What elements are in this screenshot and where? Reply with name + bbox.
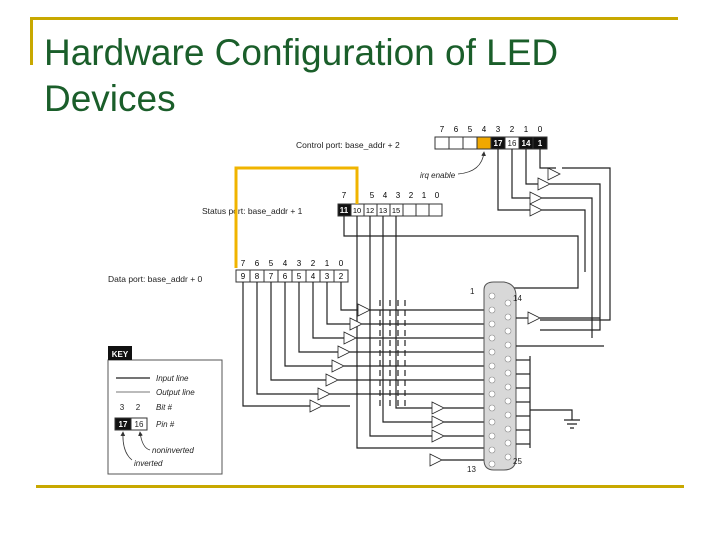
data-port-wiring <box>242 282 490 413</box>
status-bit-7: 7 <box>342 191 347 200</box>
control-pin-17: 17 <box>494 139 503 148</box>
status-bit-1: 1 <box>422 191 427 200</box>
control-bit-2: 2 <box>510 125 515 134</box>
irq-enable-label: irq enable <box>420 171 456 180</box>
key-output-line-label: Output line <box>156 388 195 397</box>
frame-bottom-rule <box>36 485 684 488</box>
connector-pin-14-label: 14 <box>513 294 522 303</box>
control-bit-0: 0 <box>538 125 543 134</box>
connector-right-wiring <box>516 311 604 448</box>
data-pin-2: 2 <box>339 272 344 281</box>
status-pin-10: 10 <box>353 206 361 215</box>
data-bit-4: 4 <box>283 259 288 268</box>
control-port-label: Control port: base_addr + 2 <box>296 140 400 150</box>
data-bit-3: 3 <box>297 259 302 268</box>
key-noninverted-arrow <box>138 431 151 451</box>
frame-left-rule <box>30 17 33 65</box>
status-port-register <box>337 203 443 217</box>
data-port-bits: 7 6 5 4 3 2 1 0 <box>241 259 344 268</box>
control-bit-3: 3 <box>496 125 501 134</box>
status-bit-4: 4 <box>383 191 388 200</box>
connector-pin-1-label: 1 <box>470 287 475 296</box>
control-bit-1: 1 <box>524 125 529 134</box>
data-port-register <box>235 269 349 283</box>
control-bit-6: 6 <box>454 125 459 134</box>
status-pin-15: 15 <box>392 206 400 215</box>
data-bit-5: 5 <box>269 259 274 268</box>
slide-title: Hardware Configuration of LED Devices <box>44 32 559 119</box>
status-port-label: Status port: base_addr + 1 <box>202 206 303 216</box>
control-bit-4: 4 <box>482 125 487 134</box>
key-box <box>107 359 223 475</box>
control-pin-1: 1 <box>538 139 543 148</box>
key-inverted-arrow <box>120 431 133 461</box>
status-bit-3: 3 <box>396 191 401 200</box>
control-pin-14: 14 <box>522 139 531 148</box>
key-bit-b: 2 <box>136 403 141 412</box>
connector-pin-13-label: 13 <box>467 465 476 474</box>
status-pin-12: 12 <box>366 206 374 215</box>
key-bit-a: 3 <box>120 403 125 412</box>
key-pin-b: 16 <box>135 420 144 429</box>
connector-pin-25-label: 25 <box>513 457 522 466</box>
data-pin-9: 9 <box>241 272 246 281</box>
control-bit-5: 5 <box>468 125 473 134</box>
key-noninverted-cell <box>130 417 148 431</box>
status-pin-11: 11 <box>340 206 349 215</box>
key-heading-badge <box>108 346 132 360</box>
data-port-label: Data port: base_addr + 0 <box>108 274 203 284</box>
data-pin-4: 4 <box>311 272 316 281</box>
status-port-bits: 7 5 4 3 2 1 0 <box>342 191 440 200</box>
status-pin-13: 13 <box>379 206 387 215</box>
data-bit-6: 6 <box>255 259 260 268</box>
key-input-line-label: Input line <box>156 374 189 383</box>
status-bit-5: 5 <box>370 191 375 200</box>
key-pin-label: Pin # <box>156 420 175 429</box>
data-bit-7: 7 <box>241 259 246 268</box>
data-bit-2: 2 <box>311 259 316 268</box>
status-port-wiring <box>343 216 579 467</box>
status-bit-2: 2 <box>409 191 414 200</box>
key-bit-label: Bit # <box>156 403 173 412</box>
control-port-register <box>434 136 548 150</box>
irq-enable-arrow <box>457 151 486 175</box>
highlighted-loopback-wire <box>234 166 359 268</box>
data-bit-1: 1 <box>325 259 330 268</box>
key-heading: KEY <box>112 350 129 359</box>
data-pin-5: 5 <box>297 272 302 281</box>
key-noninverted-label: noninverted <box>152 446 194 455</box>
data-bit-0: 0 <box>339 259 344 268</box>
data-pin-8: 8 <box>255 272 260 281</box>
data-pin-6: 6 <box>283 272 288 281</box>
control-pin-16: 16 <box>508 139 517 148</box>
key-inverted-label: inverted <box>134 459 163 468</box>
control-port-bits: 7 6 5 4 3 2 1 0 <box>440 125 543 134</box>
control-port-wiring <box>497 149 611 338</box>
data-pin-7: 7 <box>269 272 274 281</box>
control-bit-7: 7 <box>440 125 445 134</box>
key-pin-a: 17 <box>119 420 128 429</box>
bus-dashes <box>379 300 406 410</box>
connector-pins <box>488 292 512 468</box>
status-bit-0: 0 <box>435 191 440 200</box>
frame-top-rule <box>30 17 678 20</box>
data-pin-3: 3 <box>325 272 330 281</box>
data-port-pins: 9 8 7 6 5 4 3 2 <box>241 272 344 281</box>
